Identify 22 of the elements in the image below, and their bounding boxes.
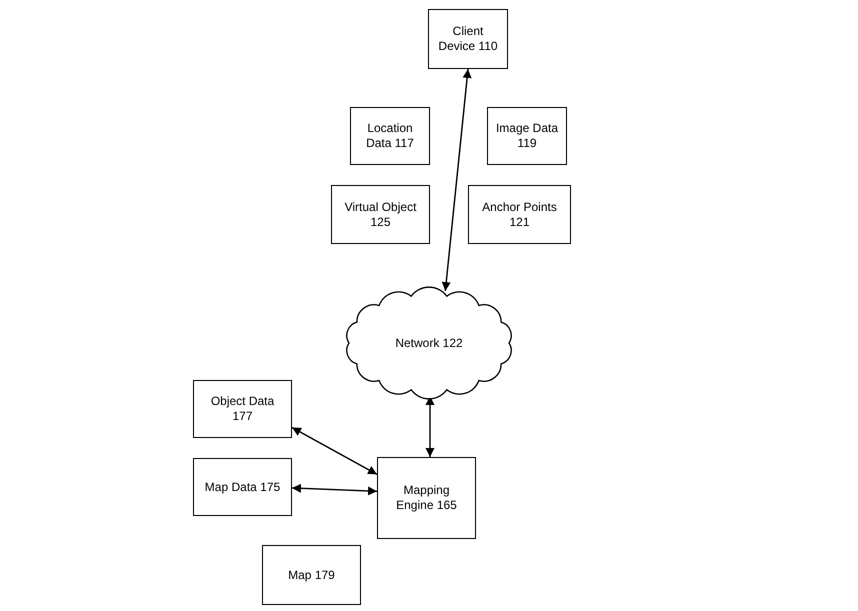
box-label: Map 179 bbox=[287, 568, 336, 582]
box-label: Mapping Engine 165 bbox=[395, 483, 458, 513]
box-label: Client Device 110 bbox=[437, 24, 499, 54]
arrow bbox=[292, 426, 378, 475]
box bbox=[350, 107, 430, 165]
box bbox=[428, 9, 508, 69]
node-label: Network 122 bbox=[394, 336, 464, 350]
box-label: Virtual Object 125 bbox=[344, 200, 418, 230]
box bbox=[262, 545, 361, 605]
box-label: Map Data 175 bbox=[204, 480, 282, 494]
box-label: Object Data 177 bbox=[210, 394, 276, 424]
arrow bbox=[442, 68, 472, 292]
box bbox=[487, 107, 567, 165]
box bbox=[468, 185, 571, 244]
arrow bbox=[292, 484, 378, 496]
box bbox=[377, 457, 476, 539]
box-label: Location Data 117 bbox=[365, 121, 415, 151]
box bbox=[331, 185, 430, 244]
box-label: Anchor Points 121 bbox=[481, 200, 558, 230]
box bbox=[193, 458, 292, 516]
box-label: Image Data 119 bbox=[494, 121, 560, 151]
box bbox=[193, 380, 292, 438]
